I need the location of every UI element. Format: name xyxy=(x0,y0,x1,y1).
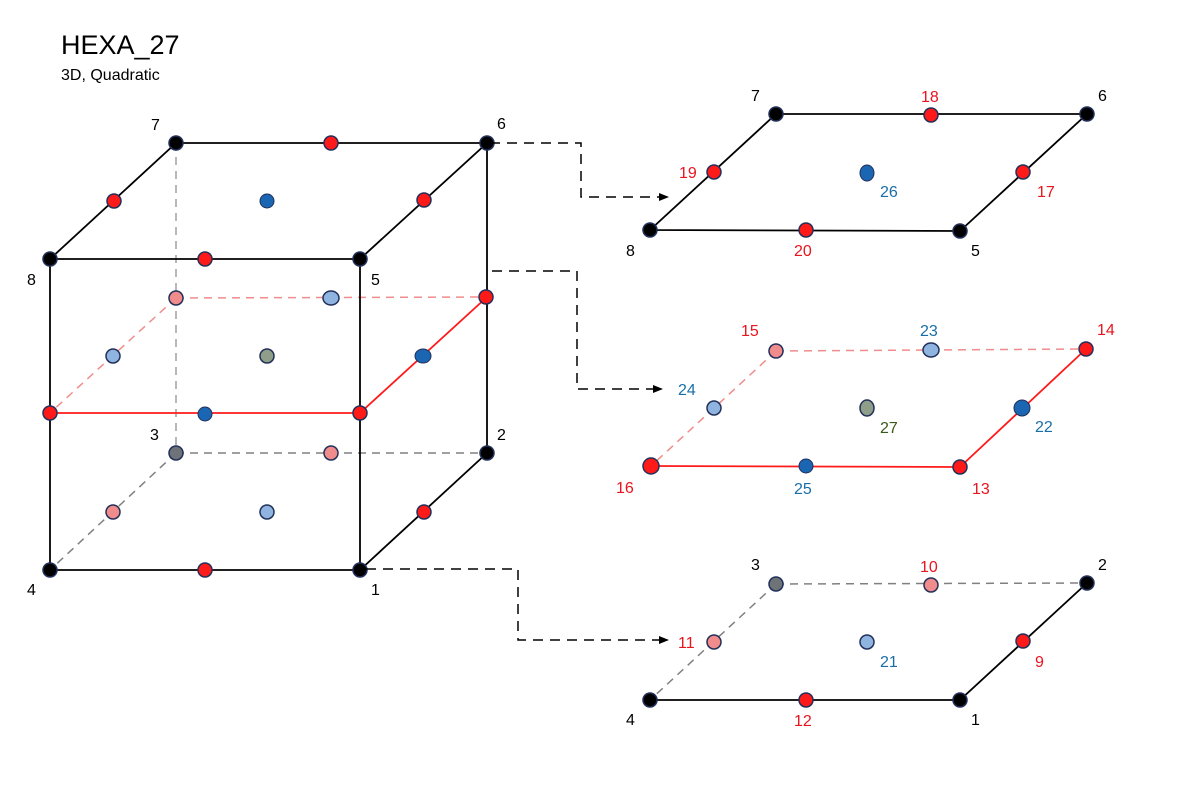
mid-label-27: 27 xyxy=(880,420,898,437)
cube-label-3: 3 xyxy=(150,427,159,444)
top-label-6: 6 xyxy=(1098,88,1107,105)
mid-node-face xyxy=(798,458,814,474)
top-label-5: 5 xyxy=(971,243,980,260)
bottom-label-21: 21 xyxy=(880,654,898,671)
top-node-corner xyxy=(1079,106,1095,122)
arrow-to-mid-layer xyxy=(492,270,663,393)
diagram-subtitle: 3D, Quadratic xyxy=(61,67,160,84)
cube-node-corner xyxy=(352,562,368,578)
bottom-node-edge-hidden xyxy=(706,634,722,650)
mid-node-edge-hidden xyxy=(768,343,784,359)
cube-label-8: 8 xyxy=(27,272,36,289)
mid-label-13: 13 xyxy=(972,481,990,498)
bottom-label-2: 2 xyxy=(1098,557,1107,574)
top-label-26: 26 xyxy=(880,184,898,201)
bottom-label-11: 11 xyxy=(678,635,695,652)
cube-node-face-hidden xyxy=(105,348,121,364)
bottom-node-edge-hidden xyxy=(923,577,939,593)
cube-node-edge xyxy=(478,289,494,305)
top-label-7: 7 xyxy=(751,88,760,105)
top-node-corner xyxy=(768,106,784,122)
diagram-title: HEXA_27 xyxy=(61,30,180,60)
mid-label-24: 24 xyxy=(678,382,696,399)
top-label-8: 8 xyxy=(626,243,635,260)
mid-label-23: 23 xyxy=(920,323,938,340)
top-label-18: 18 xyxy=(921,89,939,106)
top-node-edge xyxy=(798,222,814,238)
cube-node-edge xyxy=(197,251,213,267)
cube-label-5: 5 xyxy=(371,272,380,289)
mid-node-center xyxy=(859,399,875,417)
cube-node-edge xyxy=(416,192,432,208)
top-layer-view: 7 18 6 19 26 17 8 20 5 xyxy=(626,88,1107,260)
top-node-edge xyxy=(1015,164,1031,180)
cube-node-corner xyxy=(352,251,368,267)
cube-node-edge-hidden xyxy=(168,290,184,306)
cube-node-edge xyxy=(416,504,432,520)
layer-arrows xyxy=(366,142,669,644)
bottom-layer-view: 3 10 2 11 21 9 4 12 1 xyxy=(626,557,1107,730)
mid-label-14: 14 xyxy=(1097,322,1115,339)
cube-node-face-hidden xyxy=(322,290,340,306)
top-node-edge xyxy=(706,164,722,180)
cube-node-face-hidden xyxy=(259,504,275,520)
bottom-node-edge xyxy=(1015,633,1031,649)
bottom-label-3: 3 xyxy=(751,557,760,574)
bottom-node-corner xyxy=(642,692,658,708)
top-node-edge xyxy=(923,107,939,123)
bottom-label-4: 4 xyxy=(626,712,635,729)
top-label-19: 19 xyxy=(679,165,697,182)
cube-node-corner-hidden xyxy=(168,445,184,461)
cube-label-2: 2 xyxy=(497,427,506,444)
cube-label-1: 1 xyxy=(371,582,380,599)
arrow-to-bottom-layer xyxy=(366,568,669,644)
cube-node-edge xyxy=(352,405,368,421)
bottom-node-edge xyxy=(798,692,814,708)
top-node-corner xyxy=(642,222,658,238)
mid-label-22: 22 xyxy=(1035,419,1053,436)
arrow-to-top-layer xyxy=(490,142,669,201)
top-label-17: 17 xyxy=(1037,184,1055,201)
cube-node-edge xyxy=(106,193,122,209)
cube-node-corner xyxy=(479,445,495,461)
mid-node-face-hidden xyxy=(922,342,940,358)
cube-node-edge-hidden xyxy=(323,445,339,461)
mid-node-edge xyxy=(1078,341,1094,357)
cube-node-edge-hidden xyxy=(105,504,121,520)
bottom-label-12: 12 xyxy=(794,713,812,730)
mid-layer-view: 15 23 14 24 27 22 16 25 13 xyxy=(616,322,1115,498)
mid-label-25: 25 xyxy=(794,481,812,498)
top-label-20: 20 xyxy=(794,243,812,260)
mid-node-edge xyxy=(952,459,968,475)
bottom-label-9: 9 xyxy=(1035,654,1044,671)
bottom-label-1: 1 xyxy=(971,712,980,729)
cube-node-corner xyxy=(168,135,184,151)
cube-node-edge xyxy=(323,135,339,151)
cube-label-7: 7 xyxy=(151,117,160,134)
mid-label-16: 16 xyxy=(616,480,634,497)
cube-node-center xyxy=(259,348,275,364)
cube-view: 7 6 8 5 3 2 4 1 xyxy=(27,116,506,599)
top-node-face xyxy=(859,164,875,182)
cube-node-edge xyxy=(42,405,58,421)
bottom-node-corner-hidden xyxy=(768,576,784,592)
cube-node-edge xyxy=(197,562,213,578)
mid-node-face-hidden xyxy=(706,400,722,416)
cube-node-corner xyxy=(42,562,58,578)
mid-node-face xyxy=(1013,399,1031,417)
cube-label-4: 4 xyxy=(27,582,36,599)
top-node-corner xyxy=(952,223,968,239)
bottom-node-corner xyxy=(952,692,968,708)
cube-node-face xyxy=(259,193,275,209)
cube-node-face xyxy=(197,406,213,422)
mid-node-edge xyxy=(642,457,660,475)
bottom-node-face-hidden xyxy=(859,634,875,650)
cube-node-corner xyxy=(42,251,58,267)
cube-label-6: 6 xyxy=(497,116,506,133)
bottom-label-10: 10 xyxy=(920,559,938,576)
cube-node-face xyxy=(414,348,432,364)
mid-label-15: 15 xyxy=(741,323,759,340)
bottom-node-corner xyxy=(1079,575,1095,591)
